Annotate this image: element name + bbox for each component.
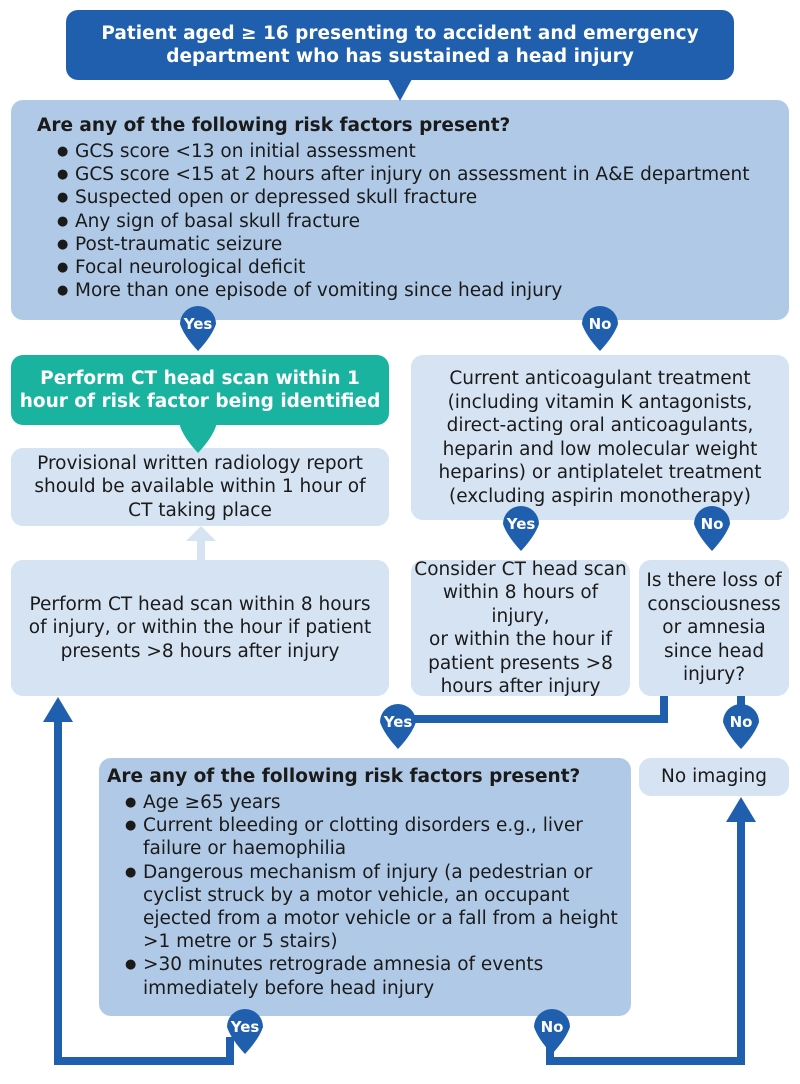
report-line-3: CT taking place	[128, 499, 272, 521]
consider-ct-box: Consider CT head scan within 8 hours of …	[411, 558, 630, 697]
start-box: Patient aged ≥ 16 presenting to accident…	[66, 10, 734, 80]
yes-pin: Yes	[380, 704, 416, 749]
risk1-item: Post-traumatic seizure	[57, 233, 769, 256]
risk-factors-2-heading: Are any of the following risk factors pr…	[107, 766, 581, 787]
loss-line-5: injury?	[682, 664, 746, 686]
start-line-2: department who has sustained a head inju…	[166, 46, 634, 67]
risk-factors-1-list: GCS score <13 on initial assessment GCS …	[57, 140, 769, 302]
yes-pin-label: Yes	[383, 713, 413, 731]
no-pin: No	[723, 704, 759, 749]
report-arrow-shaft	[197, 540, 205, 561]
ct-1-hour-box: Perform CT head scan within 1 hour of ri…	[11, 355, 389, 425]
no-imaging-box: No imaging	[639, 758, 789, 796]
risk2-item: >30 minutes retrograde amnesia of events…	[125, 953, 619, 999]
loss-line-3: or amnesia	[662, 617, 766, 639]
right-loop-arrowhead	[726, 797, 756, 822]
anticoag-line-1: Current anticoagulant treatment	[449, 368, 751, 389]
risk2-item: Current bleeding or clotting disorders e…	[125, 814, 619, 860]
ct8-line-2: of injury, or within the hour if patient	[28, 617, 372, 639]
loss-line-2: consciousness	[647, 593, 781, 615]
anticoagulant-box: Current anticoagulant treatment (includi…	[411, 355, 789, 520]
start-pointer	[388, 79, 412, 101]
anticoag-line-3: direct-acting oral anticoagulants,	[446, 415, 754, 436]
ct1-line-1: Perform CT head scan within 1	[40, 367, 360, 389]
risk1-item: GCS score <15 at 2 hours after injury on…	[57, 163, 769, 186]
risk-factors-2-list: Age ≥65 years Current bleeding or clotti…	[125, 791, 619, 1000]
risk2-item: Dangerous mechanism of injury (a pedestr…	[125, 861, 619, 954]
risk1-item: More than one episode of vomiting since …	[57, 279, 769, 302]
yes-pin-label: Yes	[230, 1018, 260, 1036]
risk1-item: GCS score <13 on initial assessment	[57, 140, 769, 163]
risk1-item: Any sign of basal skull fracture	[57, 210, 769, 233]
report-line-2: should be available within 1 hour of	[34, 476, 366, 498]
consider-line-2: within 8 hours of injury,	[442, 582, 599, 627]
ct8-line-3: presents >8 hours after injury	[60, 640, 340, 662]
ct1-line-2: hour of risk factor being identified	[19, 391, 381, 412]
consider-line-1: Consider CT head scan	[414, 558, 627, 580]
loss-line-4: since head	[663, 640, 765, 662]
loss-of-consciousness-box: Is there loss of consciousness or amnesi…	[639, 560, 789, 696]
consider-line-3: or within the hour if	[429, 629, 612, 650]
no-imaging-label: No imaging	[661, 766, 767, 788]
ct-8-hours-box: Perform CT head scan within 8 hours of i…	[11, 560, 389, 696]
risk-factors-box-2: Are any of the following risk factors pr…	[99, 758, 631, 1016]
left-loop-arrowhead	[43, 697, 73, 722]
risk1-item: Suspected open or depressed skull fractu…	[57, 186, 769, 209]
report-line-1: Provisional written radiology report	[37, 452, 363, 474]
ct8-line-1: Perform CT head scan within 8 hours	[29, 593, 371, 615]
consider-line-5: hours after injury	[440, 676, 601, 697]
no-pin-label: No	[541, 1018, 564, 1036]
risk2-item: Age ≥65 years	[125, 791, 619, 814]
anticoag-line-6: (excluding aspirin monotherapy)	[449, 485, 751, 507]
start-line-1: Patient aged ≥ 16 presenting to accident…	[101, 23, 699, 44]
no-pin-label: No	[730, 713, 753, 731]
anticoag-line-4: heparin and low molecular weight	[442, 438, 758, 460]
loss-yes-connector	[413, 696, 668, 723]
risk-factors-box-1: Are any of the following risk factors pr…	[11, 100, 789, 320]
radiology-report-box: Provisional written radiology report sho…	[11, 448, 389, 526]
report-arrow-head	[186, 526, 216, 541]
anticoag-line-5: heparins) or antiplatelet treatment	[438, 462, 762, 483]
risk1-item: Focal neurological deficit	[57, 256, 769, 279]
consider-line-4: patient presents >8	[428, 652, 613, 674]
risk-factors-1-heading: Are any of the following risk factors pr…	[37, 115, 511, 136]
anticoag-line-2: (including vitamin K antagonists,	[447, 391, 753, 413]
loss-line-1: Is there loss of	[646, 570, 782, 592]
